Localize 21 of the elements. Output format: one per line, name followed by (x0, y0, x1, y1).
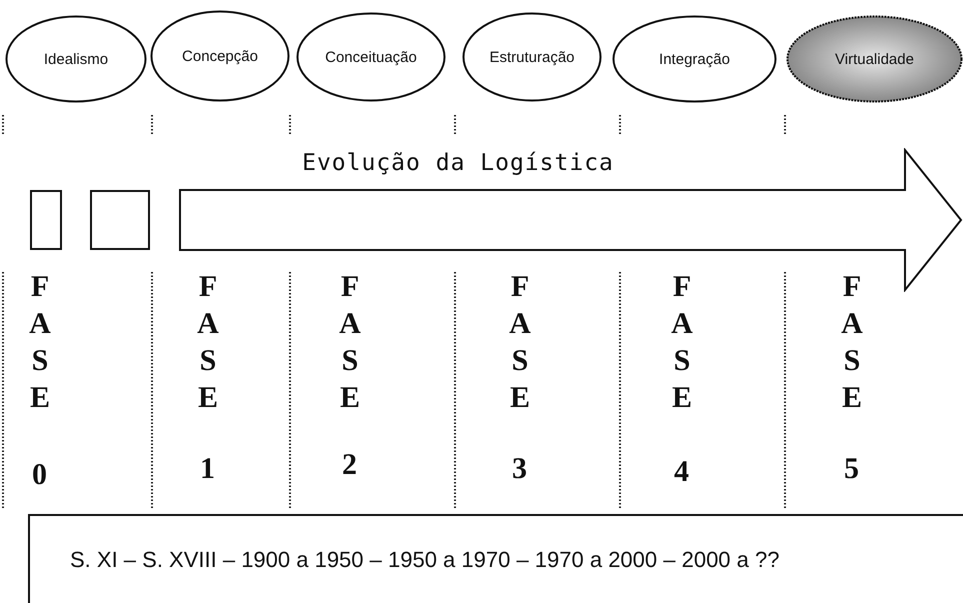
phase-number: 3 (512, 452, 527, 486)
empty-box (30, 190, 62, 250)
period-box: S. XI – S. XVIII – 1900 a 1950 – 1950 a 1970 – 1970 a 2000 – 2000 a ?? (28, 514, 963, 603)
vertical-phase-text: FASE (508, 269, 532, 416)
phase-number: 0 (32, 458, 47, 492)
phase-number: 4 (674, 455, 689, 489)
vertical-phase-text: FASE (840, 269, 864, 416)
empty-box (90, 190, 150, 250)
ellipse-node: Integração (612, 15, 777, 103)
ellipse-node: Conceituação (296, 12, 446, 102)
phase-number: 2 (342, 448, 357, 482)
phase-number: 1 (200, 452, 215, 486)
vertical-phase-text: FASE (28, 269, 52, 416)
ellipse-node: Virtualidade (786, 15, 963, 103)
vertical-phase-text: FASE (196, 269, 220, 416)
ellipse-node: Idealismo (5, 15, 147, 103)
ellipse-node: Estruturação (462, 12, 602, 102)
vertical-phase-text: FASE (670, 269, 694, 416)
phase-number: 5 (844, 452, 859, 486)
ellipse-node: Concepção (150, 10, 290, 102)
vertical-phase-text: FASE (338, 269, 362, 416)
